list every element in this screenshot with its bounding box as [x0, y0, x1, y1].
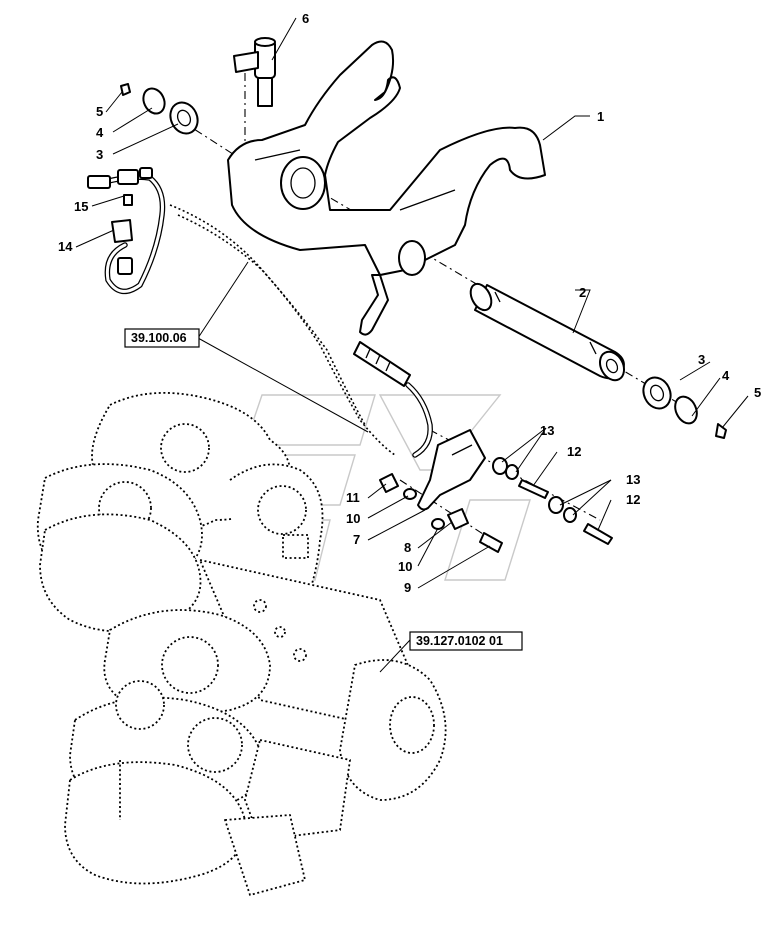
callout-3-right: 3	[698, 352, 705, 367]
callout-3-top: 3	[96, 147, 103, 162]
lift-arm-bracket	[227, 40, 546, 336]
leader-lines	[75, 17, 749, 673]
harness-route-ghost	[169, 204, 396, 456]
callout-8: 8	[404, 540, 411, 555]
right-washer-set	[642, 376, 727, 439]
callout-15: 15	[74, 199, 88, 214]
reference-box-housing[interactable]: 39.127.0102 01	[409, 631, 523, 651]
callout-2: 2	[579, 285, 586, 300]
position-sensor	[233, 37, 276, 107]
axle-housing-ghost	[36, 391, 447, 896]
callout-7: 7	[353, 532, 360, 547]
callout-6: 6	[302, 11, 309, 26]
callout-4-top: 4	[96, 125, 104, 140]
callout-11: 11	[346, 490, 360, 505]
callout-9: 9	[404, 580, 411, 595]
callout-12-b: 12	[626, 492, 640, 507]
callout-5-right: 5	[754, 385, 761, 400]
callout-labels: 1 2 3 4 5 6 5 4 3 15 14 13 12 13 12 11 1…	[58, 11, 761, 595]
reference-housing-label: 39.127.0102 01	[416, 634, 503, 648]
callout-13-b: 13	[626, 472, 640, 487]
callout-4-right: 4	[722, 368, 730, 383]
sensor-bracket-hardware	[379, 429, 613, 553]
reference-harness-label: 39.100.06	[131, 331, 187, 345]
callout-13-a: 13	[540, 423, 554, 438]
harness-plug	[353, 341, 433, 458]
callout-12-a: 12	[567, 444, 581, 459]
callout-14: 14	[58, 239, 73, 254]
callout-5-top: 5	[96, 104, 103, 119]
reference-box-harness[interactable]: 39.100.06	[124, 328, 200, 348]
callout-10-b: 10	[398, 559, 412, 574]
left-washer-set	[120, 83, 199, 135]
callout-10-a: 10	[346, 511, 360, 526]
callout-1: 1	[597, 109, 604, 124]
pivot-pin-shaft	[469, 282, 625, 382]
harness-connectors	[87, 167, 166, 295]
